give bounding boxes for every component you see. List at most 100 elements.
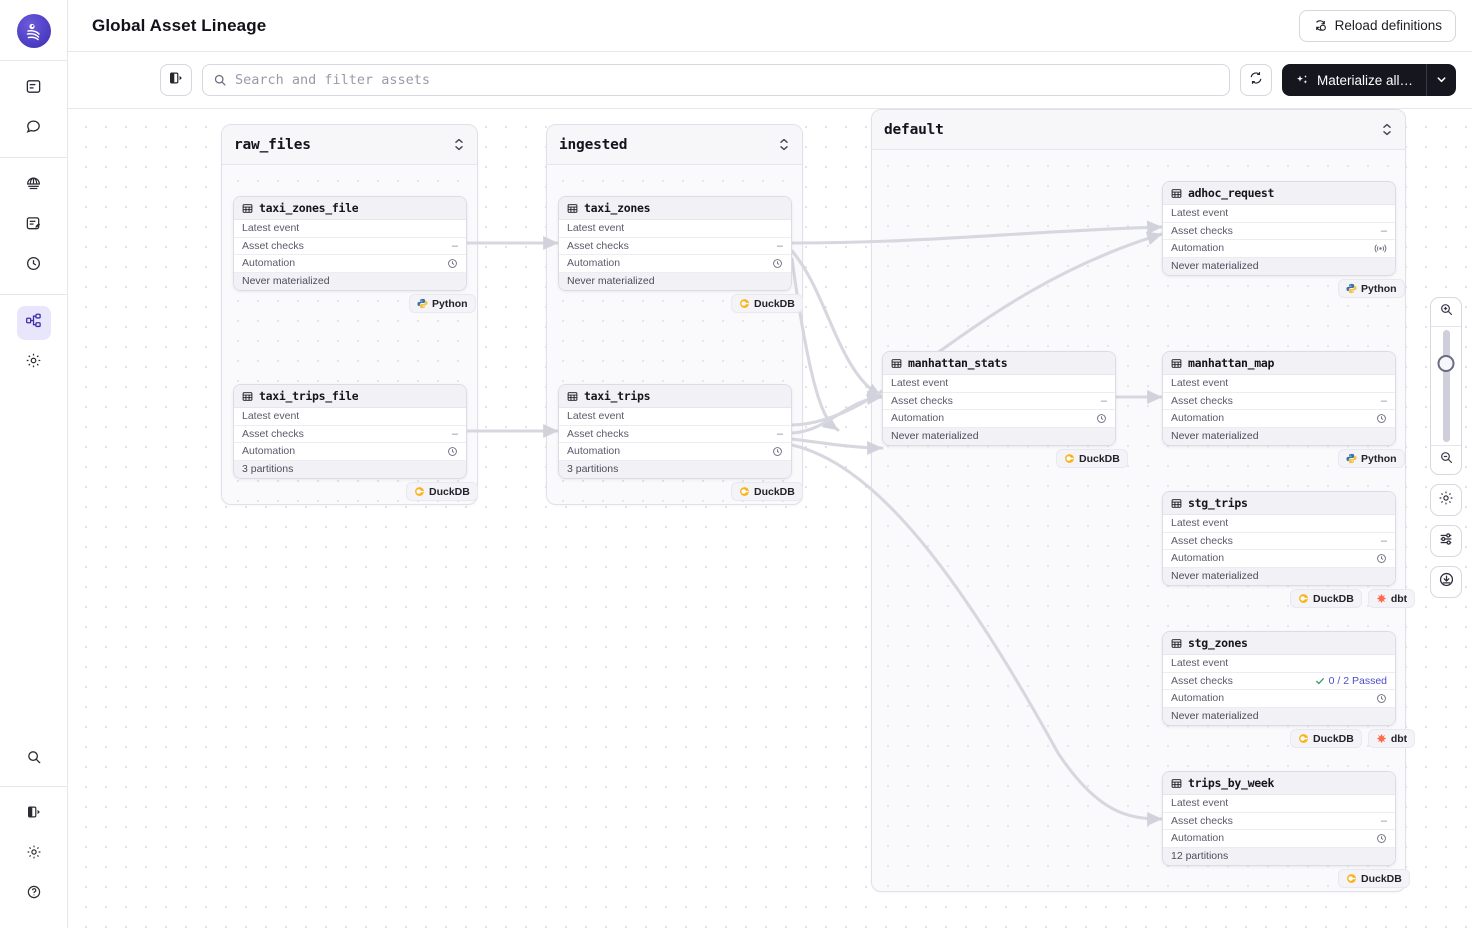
toggle-sidebar-button[interactable]: [160, 64, 192, 96]
tag-python[interactable]: Python: [1338, 279, 1405, 298]
search-bar[interactable]: [202, 64, 1230, 96]
collapse-icon[interactable]: [1381, 123, 1393, 136]
asset-checks-value: –: [451, 427, 458, 440]
collapse-icon[interactable]: [453, 138, 465, 151]
sidebar-item-assets[interactable]: [16, 306, 51, 340]
materialize-all-button[interactable]: Materialize all…: [1281, 64, 1426, 96]
asset-checks-label: Asset checks: [567, 239, 629, 252]
asset-node-header: stg_zones: [1163, 632, 1395, 655]
asset-status: Never materialized: [1163, 257, 1395, 275]
latest-event-label: Latest event: [1171, 657, 1229, 670]
asset-status: Never materialized: [1163, 427, 1395, 445]
sidebar-item-overview[interactable]: [17, 72, 51, 106]
table-icon: [1171, 498, 1182, 509]
graph-filters-button[interactable]: [1430, 525, 1462, 557]
asset-checks-row[interactable]: Asset checks–: [1163, 222, 1395, 240]
rail-collapse-panel[interactable]: [17, 797, 51, 831]
latest-event-row: Latest event: [559, 408, 791, 426]
asset-node-header: taxi_zones: [559, 197, 791, 220]
tag-dbt[interactable]: dbt: [1367, 589, 1416, 608]
latest-event-row: Latest event: [559, 220, 791, 238]
materialize-options-button[interactable]: [1426, 64, 1456, 96]
automation-row[interactable]: Automation: [1163, 410, 1395, 428]
zoom-stack: [1430, 297, 1462, 475]
asset-checks-row[interactable]: Asset checks–: [234, 237, 466, 255]
asset-tags-taxi_zones: DuckDB: [731, 294, 803, 313]
rail-search[interactable]: [17, 742, 51, 776]
gear-icon: [26, 844, 42, 865]
automation-row[interactable]: Automation: [1163, 550, 1395, 568]
rail-help[interactable]: [17, 877, 51, 911]
rail-divider-1: [0, 157, 68, 158]
asset-checks-row[interactable]: Asset checks–: [559, 237, 791, 255]
automation-row[interactable]: Automation: [559, 255, 791, 273]
asset-node-header: stg_trips: [1163, 492, 1395, 515]
latest-event-row: Latest event: [234, 408, 466, 426]
automation-label: Automation: [1171, 832, 1225, 845]
collapse-icon[interactable]: [778, 138, 790, 151]
fit-to-screen-button[interactable]: [1430, 566, 1462, 598]
automation-label: Automation: [1171, 692, 1225, 705]
graph-settings-button[interactable]: [1430, 484, 1462, 516]
asset-checks-row[interactable]: Asset checks–: [883, 392, 1115, 410]
lineage-canvas[interactable]: raw_files ingested: [68, 109, 1472, 928]
lineage-toolbar: Materialize all…: [68, 52, 1472, 109]
clock-icon: [1376, 553, 1387, 564]
automation-label: Automation: [567, 257, 621, 270]
automation-row[interactable]: Automation: [1163, 240, 1395, 258]
automation-row[interactable]: Automation: [234, 255, 466, 273]
automation-row[interactable]: Automation: [1163, 690, 1395, 708]
tag-duckdb[interactable]: DuckDB: [1290, 589, 1362, 608]
search-input[interactable]: [235, 72, 1219, 88]
tag-duckdb[interactable]: DuckDB: [731, 482, 803, 501]
asset-checks-row[interactable]: Asset checks–: [1163, 812, 1395, 830]
asset-checks-row[interactable]: Asset checks–: [1163, 532, 1395, 550]
zoom-out-button[interactable]: [1431, 446, 1461, 474]
asset-node-header: taxi_zones_file: [234, 197, 466, 220]
sidebar-item-schedules[interactable]: [17, 249, 51, 283]
sidebar-item-deployment[interactable]: [17, 169, 51, 203]
sidebar-item-chat[interactable]: [17, 112, 51, 146]
tag-duckdb[interactable]: DuckDB: [1338, 869, 1410, 888]
asset-checks-row[interactable]: Asset checks–: [1163, 392, 1395, 410]
rail-settings[interactable]: [17, 837, 51, 871]
tag-python[interactable]: Python: [409, 294, 476, 313]
table-icon: [242, 391, 253, 402]
asset-checks-row[interactable]: Asset checks–: [559, 425, 791, 443]
asset-checks-label: Asset checks: [1171, 814, 1233, 827]
tag-duckdb[interactable]: DuckDB: [406, 482, 478, 501]
zoom-slider-handle[interactable]: [1437, 355, 1455, 372]
automation-row[interactable]: Automation: [1163, 830, 1395, 848]
sidebar-item-runs[interactable]: [17, 209, 51, 243]
zoom-slider[interactable]: [1431, 327, 1461, 445]
reload-definitions-button[interactable]: Reload definitions: [1298, 9, 1456, 42]
automation-row[interactable]: Automation: [559, 443, 791, 461]
asset-node-header: manhattan_map: [1163, 352, 1395, 375]
tag-duckdb[interactable]: DuckDB: [731, 294, 803, 313]
tag-dbt[interactable]: dbt: [1367, 729, 1416, 748]
refresh-button[interactable]: [1239, 64, 1272, 96]
zoom-in-button[interactable]: [1431, 298, 1461, 326]
tag-duckdb[interactable]: DuckDB: [1056, 449, 1128, 468]
automation-row[interactable]: Automation: [234, 443, 466, 461]
sidebar-item-settings[interactable]: [17, 346, 51, 380]
dagster-logo-icon[interactable]: [16, 14, 51, 48]
asset-checks-row[interactable]: Asset checks–: [234, 425, 466, 443]
tag-python[interactable]: Python: [1338, 449, 1405, 468]
gear-icon: [25, 352, 42, 374]
automation-label: Automation: [567, 445, 621, 458]
automation-row[interactable]: Automation: [883, 410, 1115, 428]
tag-duckdb[interactable]: DuckDB: [1290, 729, 1362, 748]
duckdb-icon: [1298, 593, 1309, 604]
